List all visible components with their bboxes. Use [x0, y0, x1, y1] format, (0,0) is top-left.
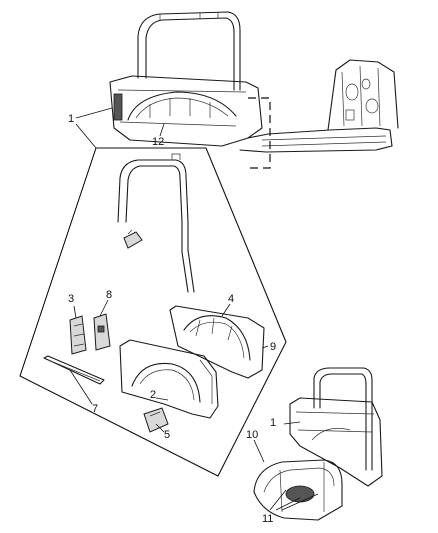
- part-5-bracket: [143, 407, 169, 433]
- vehicle-body-assembly: [109, 11, 399, 169]
- callout-1-top: 1: [68, 113, 74, 125]
- callout-3: 3: [68, 293, 74, 305]
- part-3-bracket: [69, 315, 87, 355]
- callout-7: 7: [92, 403, 98, 415]
- part-2-quarter-panel: [119, 339, 219, 419]
- part-7-sill-strip: [43, 355, 105, 385]
- leader-lines: [69, 107, 319, 511]
- callout-12: 12: [152, 136, 164, 148]
- part-4-inner-panel: [169, 305, 265, 379]
- callout-8: 8: [106, 289, 112, 301]
- callout-11: 11: [262, 513, 273, 525]
- callout-2: 2: [150, 389, 156, 401]
- part-10-wheelhouse: [253, 459, 343, 521]
- callout-5: 5: [164, 429, 170, 441]
- callout-4: 4: [228, 293, 234, 305]
- rear-assembly-view: [289, 367, 383, 487]
- callout-9: 9: [270, 341, 276, 353]
- callout-1-bottom: 1: [270, 417, 276, 429]
- exploded-view-frame: [19, 147, 287, 477]
- part-8-plate: [93, 313, 111, 351]
- callout-10: 10: [246, 429, 258, 441]
- roll-bar-part: [117, 153, 195, 293]
